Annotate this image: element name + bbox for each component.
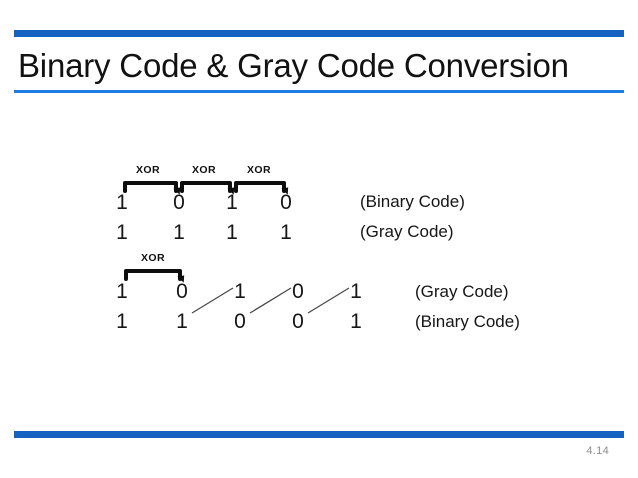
digit-b1-r2-c2: 1 <box>173 221 185 244</box>
row-label-b2-r2: (Binary Code) <box>415 312 520 331</box>
digit-b2-r1-c5: 1 <box>350 280 362 303</box>
digit-b1-r2-c4: 1 <box>280 221 292 244</box>
digit-b1-r2-c3: 1 <box>226 221 238 244</box>
digit-b1-r1-c4: 0 <box>280 191 292 214</box>
page-number: 4.14 <box>586 445 609 457</box>
xor-label-b1-2: XOR <box>192 164 216 176</box>
xor-bracket-b2-1 <box>124 269 186 284</box>
digit-b2-r2-c2: 1 <box>176 310 188 333</box>
row-label-b2-r1: (Gray Code) <box>415 282 509 301</box>
xor-label-b2-1: XOR <box>141 252 165 264</box>
digit-b2-r2-c5: 1 <box>350 310 362 333</box>
page-title: Binary Code & Gray Code Conversion <box>18 47 569 84</box>
row-label-b1-r2: (Gray Code) <box>360 222 454 241</box>
footer-rule <box>14 431 624 438</box>
row-label-b1-r1: (Binary Code) <box>360 192 465 211</box>
digit-b2-r1-c1: 1 <box>116 280 128 303</box>
digit-b2-r2-c3: 0 <box>234 310 246 333</box>
xor-label-b1-3: XOR <box>247 164 271 176</box>
xor-label-b1-1: XOR <box>136 164 160 176</box>
digit-b2-r1-c4: 0 <box>292 280 304 303</box>
digit-b2-r1-c3: 1 <box>234 280 246 303</box>
xor-bracket-b1-2 <box>180 181 236 196</box>
digit-b2-r2-c4: 0 <box>292 310 304 333</box>
digit-b1-r1-c2: 0 <box>173 191 185 214</box>
xor-bracket-b1-1 <box>123 181 182 196</box>
digit-b2-r1-c2: 0 <box>176 280 188 303</box>
digit-b1-r1-c3: 1 <box>226 191 238 214</box>
digit-b1-r1-c1: 1 <box>116 191 128 214</box>
digit-b2-r2-c1: 1 <box>116 310 128 333</box>
title-bottom-rule <box>14 90 624 93</box>
title-top-rule <box>14 30 624 37</box>
digit-b1-r2-c1: 1 <box>116 221 128 244</box>
xor-bracket-b1-3 <box>234 181 290 196</box>
